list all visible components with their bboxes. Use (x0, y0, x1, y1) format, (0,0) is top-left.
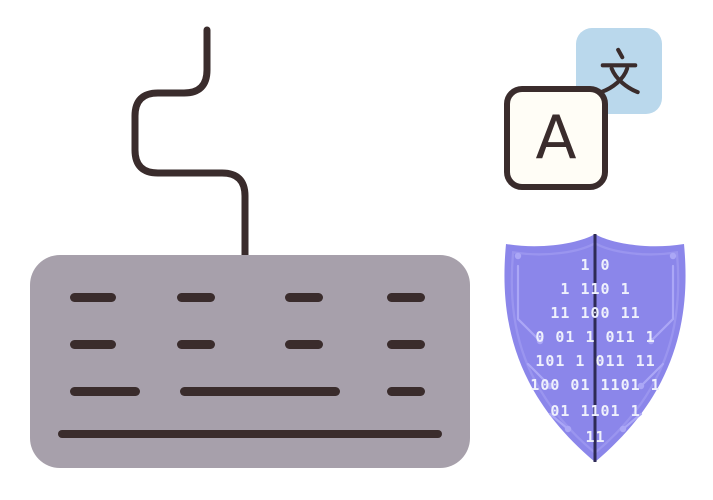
binary-row: 11 (585, 428, 606, 446)
binary-row: 0 01 1 011 1 (535, 328, 656, 346)
binary-row: 11 100 11 (550, 304, 641, 322)
binary-row: 1 110 1 (560, 280, 631, 298)
circuit-trace (639, 362, 665, 388)
key-dash (177, 293, 215, 302)
latin-letter: A (535, 103, 577, 173)
shield-icon (504, 234, 686, 462)
key-dash (285, 340, 323, 349)
circuit-trace (649, 264, 675, 343)
shield-binary-code: 1 0 1 110 1 11 100 11 0 01 1 011 1 101 1… (488, 224, 703, 470)
key-dash (70, 293, 116, 302)
binary-row: 1 0 (580, 256, 611, 274)
key-dash (285, 293, 323, 302)
keyboard-bottom-bar (58, 430, 442, 438)
security-shield: 1 0 1 110 1 11 100 11 0 01 1 011 1 101 1… (488, 224, 703, 470)
latin-tile: A (504, 86, 608, 190)
key-dash (70, 340, 116, 349)
cjk-character-icon (599, 47, 640, 95)
binary-row: 100 01 1101 1 (530, 376, 661, 394)
key-dash (387, 293, 425, 302)
circuit-nodes (514, 252, 677, 433)
binary-row: 101 1 011 11 (535, 352, 656, 370)
key-dash (177, 340, 215, 349)
cable-path (131, 26, 249, 262)
key-dash (387, 340, 425, 349)
circuit-traces (516, 264, 675, 431)
circuit-trace (621, 412, 643, 431)
key-dash (70, 387, 140, 396)
key-spacebar (180, 387, 340, 396)
binary-row: 01 1101 1 (550, 402, 641, 420)
keyboard-body (30, 255, 470, 468)
circuit-trace (548, 412, 570, 431)
circuit-trace (516, 264, 542, 343)
key-dash (387, 387, 425, 396)
circuit-trace (526, 362, 552, 388)
